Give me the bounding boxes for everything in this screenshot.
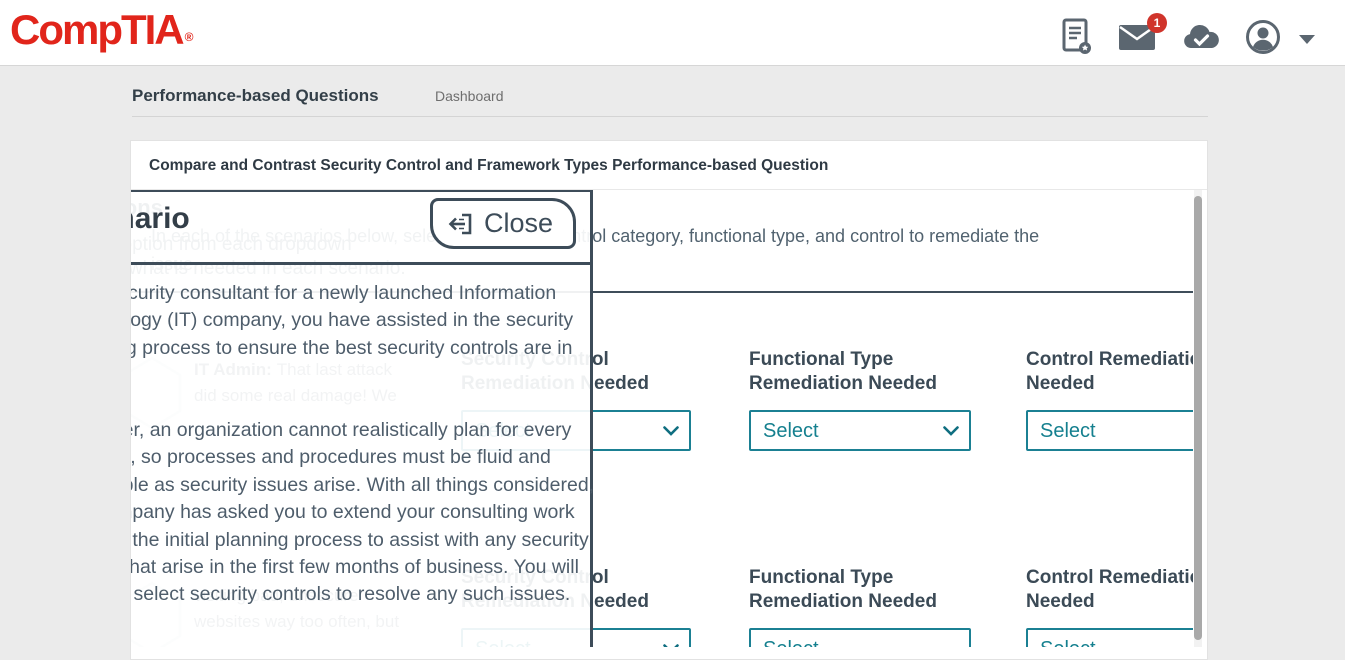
question-card-header: Compare and Contrast Security Control an… bbox=[131, 141, 1207, 190]
dashboard-link[interactable]: Dashboard bbox=[435, 88, 504, 104]
scenario-modal: Scenario Close As a security consultant … bbox=[131, 190, 595, 647]
page-title: Performance-based Questions bbox=[132, 86, 379, 105]
question-scroll-area: Instructions Select an option from each … bbox=[131, 190, 1193, 647]
column-header-functional-type: Functional Type Remediation Needed bbox=[749, 349, 937, 394]
comptia-logo: CompTIA® bbox=[10, 6, 194, 54]
column-header-control-remediation: Control Remediation Needed bbox=[1026, 349, 1193, 394]
scrollbar-thumb[interactable] bbox=[1194, 196, 1202, 640]
question-card: Compare and Contrast Security Control an… bbox=[130, 140, 1208, 660]
app-header: CompTIA® 1 bbox=[0, 0, 1345, 66]
select-placeholder: Select bbox=[1040, 420, 1096, 442]
section-divider bbox=[131, 291, 1193, 293]
question-title: Compare and Contrast Security Control an… bbox=[149, 157, 829, 174]
chevron-down-icon bbox=[943, 426, 959, 436]
exit-icon bbox=[448, 213, 472, 234]
modal-title-divider bbox=[131, 262, 590, 265]
control-remediation-select[interactable]: Select bbox=[1026, 628, 1193, 647]
select-placeholder: Select bbox=[1040, 638, 1096, 647]
functional-type-select[interactable]: Select bbox=[749, 410, 971, 451]
logo-text: CompTIA bbox=[10, 6, 185, 53]
close-button-label: Close bbox=[483, 208, 553, 238]
control-remediation-select[interactable]: Select bbox=[1026, 410, 1193, 451]
close-button[interactable]: Close bbox=[429, 198, 576, 249]
trademark-symbol: ® bbox=[184, 30, 194, 44]
scenario-text: As a security consultant for a newly lau… bbox=[131, 282, 595, 606]
breadcrumb-divider bbox=[132, 116, 1208, 117]
account-avatar-icon[interactable] bbox=[1245, 19, 1281, 60]
select-placeholder: Select bbox=[763, 420, 819, 442]
functional-type-select[interactable]: Select bbox=[749, 628, 971, 647]
column-header-control-remediation: Control Remediation Needed bbox=[1026, 567, 1193, 612]
messages-icon[interactable]: 1 bbox=[1117, 13, 1167, 57]
account-menu-caret-icon[interactable] bbox=[1299, 35, 1315, 44]
unread-count-badge: 1 bbox=[1147, 13, 1167, 33]
vertical-scrollbar bbox=[1194, 190, 1202, 647]
scenario-modal-title: Scenario bbox=[131, 202, 190, 235]
select-placeholder: Select bbox=[763, 638, 819, 647]
column-header-functional-type: Functional Type Remediation Needed bbox=[749, 567, 937, 612]
exam-document-icon[interactable] bbox=[1061, 18, 1093, 61]
chevron-down-icon bbox=[663, 426, 679, 436]
cloud-sync-icon[interactable] bbox=[1181, 22, 1221, 57]
